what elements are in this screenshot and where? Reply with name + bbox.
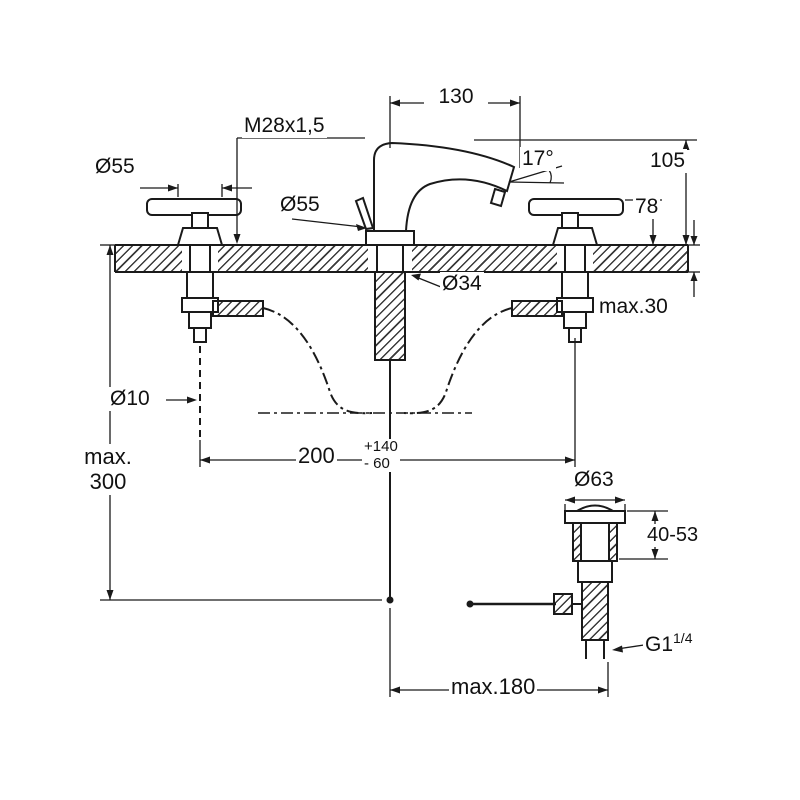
left-escutcheon-diameter-label: Ø55 xyxy=(93,155,137,180)
center-escutcheon-diameter-label: Ø55 xyxy=(278,193,322,218)
waste-thread-label: G11/4 xyxy=(643,630,695,658)
spout-reach-label: 130 xyxy=(424,85,488,110)
waste-wall-left-hatch xyxy=(574,524,581,560)
center-distance-tolerance: +140 - 60 xyxy=(362,438,400,472)
handle-height-label: 78 xyxy=(633,195,661,220)
spout-height-label: 105 xyxy=(648,149,688,174)
deck-thickness-label: max.30 xyxy=(597,295,670,320)
waste-knob-hatch xyxy=(555,595,571,613)
rod-max-value: 300 xyxy=(89,469,127,495)
tolerance-minus: - 60 xyxy=(364,454,390,472)
waste-flange-diameter-label: Ø63 xyxy=(572,468,616,493)
center-shank-hatch xyxy=(376,273,404,359)
aerator xyxy=(489,187,507,208)
right-flex-hose xyxy=(403,307,513,415)
waste-thread-main: G1 xyxy=(645,633,674,656)
left-flex-hose xyxy=(262,307,373,415)
center-distance-label: 200 xyxy=(296,443,337,469)
left-hose-connector-hatch xyxy=(214,302,262,315)
mounting-hole-diameter-label: Ø34 xyxy=(440,272,484,297)
waste-wall-right-hatch xyxy=(610,524,617,560)
waste-plug-dome xyxy=(576,504,614,512)
spout-angle-label: 17° xyxy=(520,147,556,172)
lever-max-reach-label: max.180 xyxy=(449,674,538,700)
waste-tail-hatch xyxy=(583,583,607,639)
right-hose-connector-hatch xyxy=(513,302,561,315)
rod-max-word: max. xyxy=(84,444,132,469)
tolerance-plus: +140 xyxy=(364,438,398,455)
thread-size-label: M28x1,5 xyxy=(242,114,327,139)
spout-body xyxy=(373,141,516,232)
rod-max-length-label: max. 300 xyxy=(72,444,144,495)
waste-height-range-label: 40-53 xyxy=(645,524,701,547)
waste-thread-fraction: 1/4 xyxy=(673,630,693,646)
supply-pipe-diameter-label: Ø10 xyxy=(108,387,152,412)
faucet-outline-group xyxy=(114,141,689,659)
